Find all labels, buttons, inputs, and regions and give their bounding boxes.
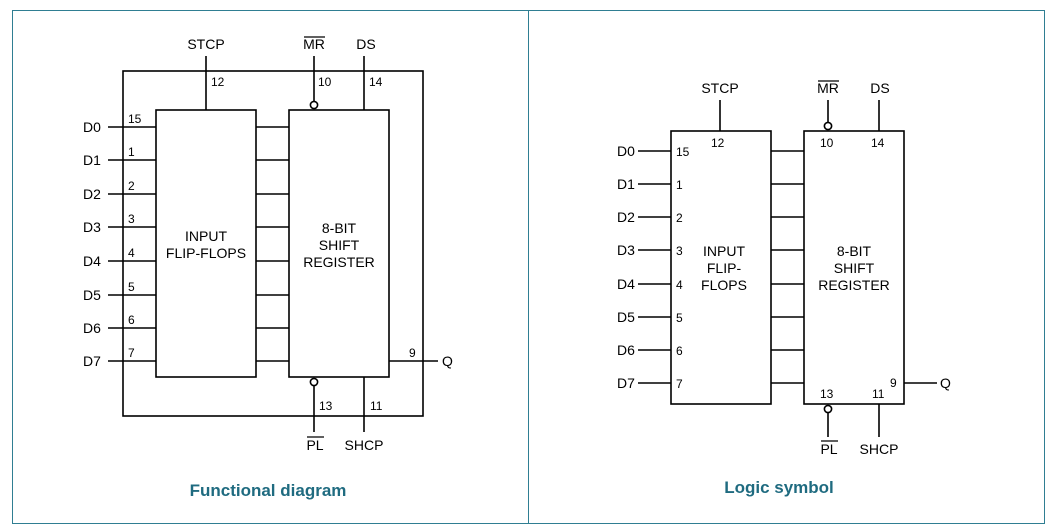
input-block-line-1: INPUT: [185, 228, 227, 244]
logic-mr-label: MR: [817, 80, 839, 96]
logic-shcp-pin: 11: [872, 387, 885, 401]
d1-label: D1: [83, 152, 101, 168]
logic-stcp-pin: 12: [711, 136, 725, 150]
logic-shift-register-block: [803, 130, 905, 405]
d5-label: D5: [83, 287, 101, 303]
logic-symbol: [638, 80, 937, 442]
logic-d3-label: D3: [617, 242, 635, 258]
logic-d3-pin: 3: [676, 244, 683, 258]
stcp-pin: 12: [211, 75, 225, 89]
pl-inversion-bubble: [309, 377, 319, 387]
logic-d6-label: D6: [617, 342, 635, 358]
logic-input-block-line-2: FLIP-: [707, 260, 742, 276]
logic-d7-pin: 7: [676, 377, 683, 391]
logic-register-block-line-3: REGISTER: [818, 277, 890, 293]
shcp-label: SHCP: [345, 437, 384, 453]
logic-pl-inversion-bubble: [823, 404, 833, 414]
d3-pin: 3: [128, 212, 135, 226]
logic-ds-label: DS: [870, 80, 889, 96]
logic-register-block-line-1: 8-BIT: [837, 243, 872, 259]
logic-shcp-label: SHCP: [860, 441, 899, 457]
logic-symbol-caption: Logic symbol: [724, 478, 834, 497]
d3-label: D3: [83, 219, 101, 235]
input-block-line-2: FLIP-FLOPS: [166, 245, 246, 261]
package-outline: [122, 70, 424, 417]
functional-diagram-caption: Functional diagram: [189, 481, 347, 500]
d1-pin: 1: [128, 145, 135, 159]
logic-d7-label: D7: [617, 375, 635, 391]
logic-mr-inversion-bubble: [823, 121, 833, 131]
register-block-line-2: SHIFT: [319, 237, 360, 253]
logic-pl-pin: 13: [820, 387, 834, 401]
functional-labels: STCP MR DS 12 10 14 D0 D1 D2 D3 D4 D5 D6…: [83, 36, 453, 453]
logic-parallel-connections: [771, 150, 804, 384]
q-label: Q: [442, 353, 453, 369]
logic-labels: STCP MR DS 12 10 14 D0 D1 D2 D3 D4 D5 D6…: [617, 80, 951, 457]
stcp-label: STCP: [187, 36, 224, 52]
ds-label: DS: [356, 36, 375, 52]
logic-data-input-leads: [638, 150, 671, 384]
logic-ds-pin: 14: [871, 136, 885, 150]
logic-mr-pin: 10: [820, 136, 834, 150]
logic-input-block-line-3: FLOPS: [701, 277, 747, 293]
ds-pin: 14: [369, 75, 383, 89]
shift-register-block: [288, 109, 390, 378]
d5-pin: 5: [128, 280, 135, 294]
q-pin: 9: [409, 346, 416, 360]
pl-pin: 13: [319, 399, 333, 413]
logic-input-flipflops-block: [670, 130, 772, 405]
register-block-line-1: 8-BIT: [322, 220, 357, 236]
logic-stcp-label: STCP: [701, 80, 738, 96]
d2-label: D2: [83, 186, 101, 202]
parallel-connections: [256, 126, 289, 362]
functional-diagram: [108, 36, 438, 438]
d0-pin: 15: [128, 112, 142, 126]
shcp-pin: 11: [370, 399, 383, 413]
d6-label: D6: [83, 320, 101, 336]
d0-label: D0: [83, 119, 101, 135]
d7-label: D7: [83, 353, 101, 369]
logic-d2-pin: 2: [676, 211, 683, 225]
d6-pin: 6: [128, 313, 135, 327]
mr-inversion-bubble: [309, 100, 319, 110]
mr-pin: 10: [318, 75, 332, 89]
logic-q-label: Q: [940, 375, 951, 391]
d4-pin: 4: [128, 246, 135, 260]
logic-d4-pin: 4: [676, 278, 683, 292]
logic-input-block-line-1: INPUT: [703, 243, 745, 259]
pl-label: PL: [306, 437, 323, 453]
logic-q-pin: 9: [890, 376, 897, 390]
d7-pin: 7: [128, 346, 135, 360]
logic-d6-pin: 6: [676, 344, 683, 358]
mr-label: MR: [303, 36, 325, 52]
logic-d0-pin: 15: [676, 145, 690, 159]
register-block-line-3: REGISTER: [303, 254, 375, 270]
data-input-leads: [108, 126, 156, 362]
logic-d1-label: D1: [617, 176, 635, 192]
logic-d0-label: D0: [617, 143, 635, 159]
logic-d1-pin: 1: [676, 178, 683, 192]
logic-d4-label: D4: [617, 276, 635, 292]
logic-d5-label: D5: [617, 309, 635, 325]
logic-register-block-line-2: SHIFT: [834, 260, 875, 276]
d2-pin: 2: [128, 179, 135, 193]
logic-d5-pin: 5: [676, 311, 683, 325]
logic-pl-label: PL: [820, 441, 837, 457]
logic-d2-label: D2: [617, 209, 635, 225]
logic-symbol-panel: [528, 10, 1045, 524]
d4-label: D4: [83, 253, 101, 269]
